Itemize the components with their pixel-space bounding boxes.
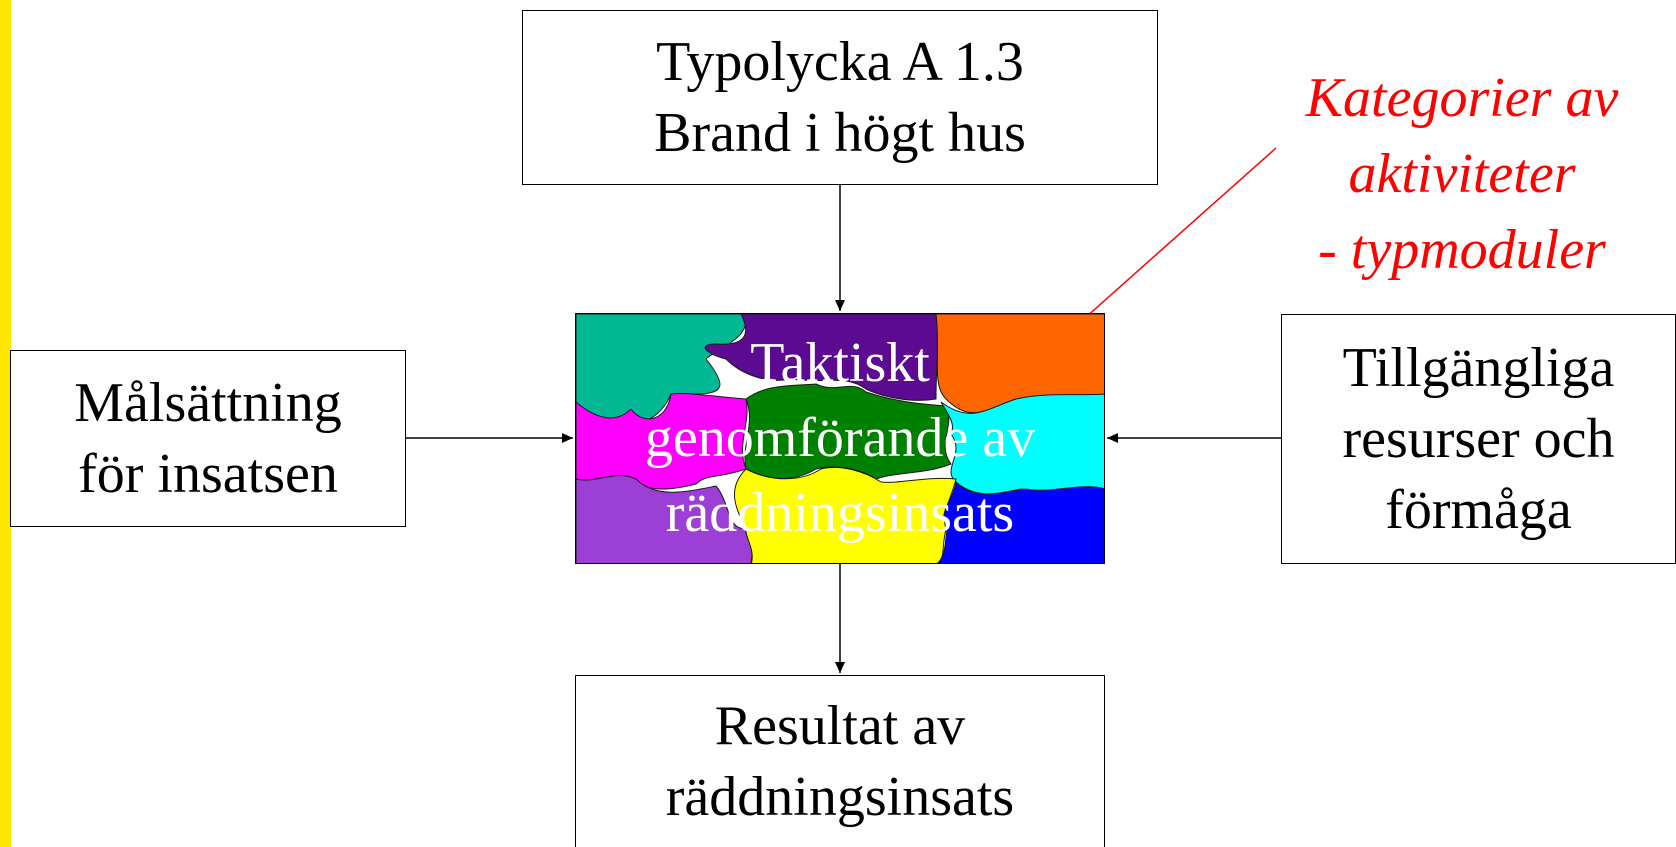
annotation-line-3: - typmoduler (1318, 219, 1606, 281)
objective-box: Målsättning för insatsen (10, 350, 406, 527)
annotation-line-1: Kategorier av (1305, 67, 1619, 129)
result-line-1: Resultat av (714, 694, 966, 757)
objective-line-2: för insatsen (78, 442, 338, 505)
result-line-2: räddningsinsats (665, 765, 1015, 828)
center-line-2: genomförande av (644, 407, 1036, 469)
tactical-execution-label: Taktiskt genomförande av räddningsinsats (576, 314, 1104, 563)
objective-line-1: Målsättning (74, 371, 342, 434)
incident-type-line-2: Brand i högt hus (654, 101, 1026, 164)
resources-box: Tillgängliga resurser och förmåga (1281, 314, 1676, 564)
resources-line-1: Tillgängliga (1342, 336, 1615, 399)
side-accent-strip (0, 0, 11, 847)
puzzle-piece (937, 480, 1104, 563)
annotation-pointer-arrow (1057, 147, 1277, 343)
category-annotation: Kategorier av aktiviteter - typmoduler (1262, 60, 1662, 288)
tactical-execution-puzzle: Taktiskt genomförande av räddningsinsats (575, 313, 1105, 564)
result-box: Resultat av räddningsinsats (575, 675, 1105, 847)
resources-line-2: resurser och (1342, 407, 1615, 470)
annotation-line-2: aktiviteter (1348, 143, 1576, 205)
center-line-3: räddningsinsats (665, 482, 1015, 544)
incident-type-box: Typolycka A 1.3 Brand i högt hus (522, 10, 1158, 185)
resources-line-3: förmåga (1385, 478, 1572, 541)
center-line-1: Taktiskt (750, 332, 930, 394)
puzzle-image (576, 314, 1104, 563)
incident-type-line-1: Typolycka A 1.3 (656, 30, 1024, 93)
puzzle-piece (704, 314, 942, 401)
